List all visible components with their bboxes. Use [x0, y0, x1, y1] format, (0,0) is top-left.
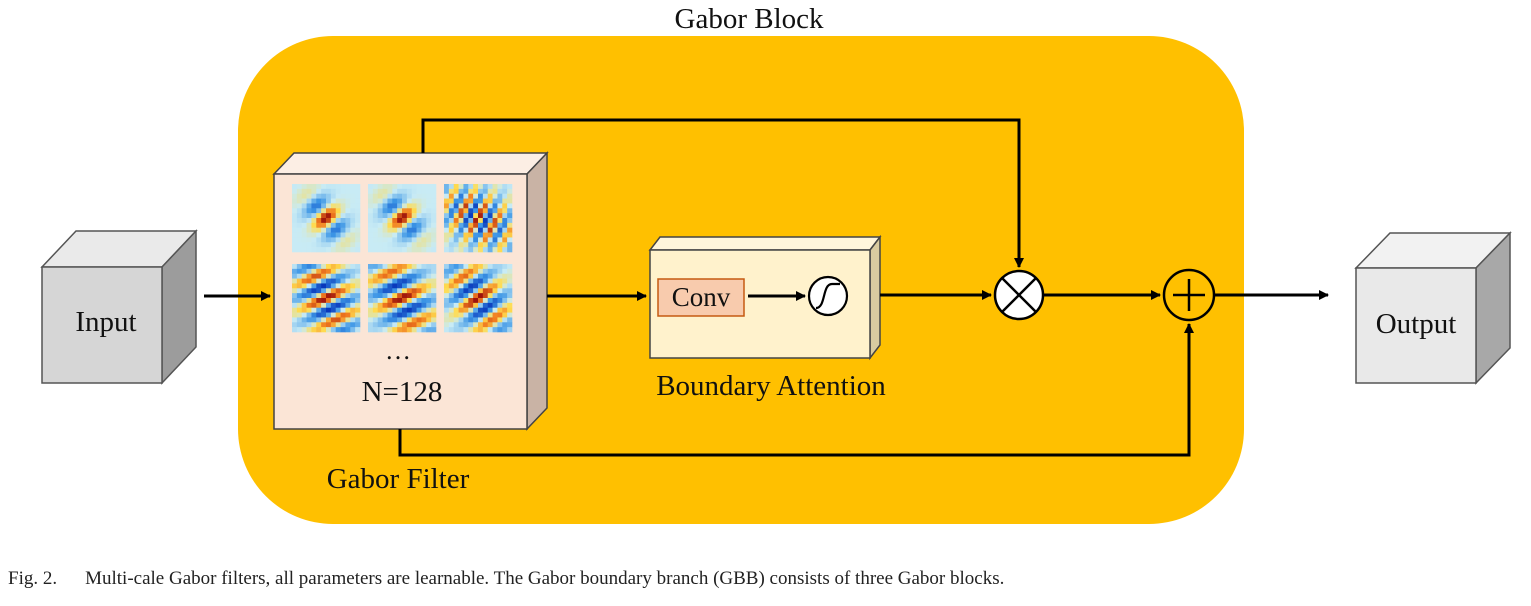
connections	[204, 118, 1329, 457]
arrow-residual-to-add	[398, 323, 1194, 457]
filter-count-label: N=128	[362, 376, 443, 408]
output-cube: Output	[1354, 231, 1512, 385]
gabor-kernel	[444, 184, 513, 253]
sigmoid-icon	[807, 275, 849, 317]
figure-number: Fig. 2.	[8, 568, 58, 589]
gabor-block-title: Gabor Block	[675, 3, 824, 35]
input-label: Input	[75, 306, 136, 338]
gabor-kernel	[368, 264, 437, 333]
figure-caption-text: Multi-cale Gabor filters, all parameters…	[85, 568, 1005, 589]
gabor-filter-bank: … N=128	[272, 151, 549, 431]
boundary-attention-caption: Boundary Attention	[656, 370, 886, 402]
circle-times-icon	[993, 269, 1045, 321]
boundary-attention-box: Conv	[648, 234, 882, 361]
conv-label: Conv	[672, 282, 731, 312]
gabor-kernel-grid	[292, 184, 513, 333]
input-cube: Input	[40, 229, 198, 385]
arrow-skip-to-multiply	[421, 118, 1024, 268]
conv-block: Conv	[657, 278, 745, 317]
output-label: Output	[1376, 308, 1457, 340]
gabor-block-diagram: Gabor Block Input Output … N=128 Gabor F…	[40, 3, 1512, 524]
figure-caption: Fig. 2. Multi-cale Gabor filters, all par…	[8, 568, 1004, 590]
filter-ellipsis: …	[385, 336, 411, 365]
circle-plus-icon	[1162, 268, 1216, 322]
gabor-filter-caption: Gabor Filter	[327, 463, 470, 495]
gabor-kernel	[292, 264, 361, 333]
gabor-kernel	[368, 184, 437, 253]
gabor-kernel	[292, 184, 361, 253]
gabor-kernel	[444, 264, 513, 333]
